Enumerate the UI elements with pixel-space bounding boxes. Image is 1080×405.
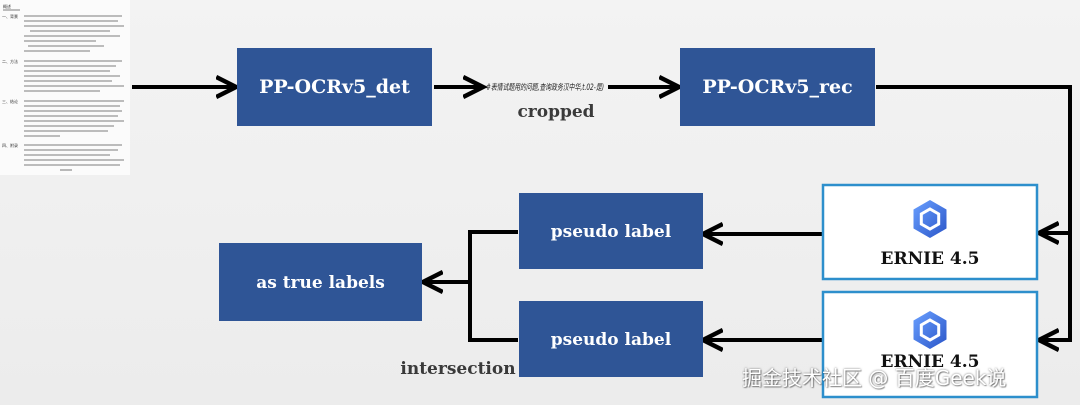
intersection-caption: intersection (400, 359, 515, 379)
document-title: 概述 (3, 3, 11, 9)
cropped-text-sample: #表情试题用的问题,查询政务汉中华,t.02-是) (486, 82, 604, 93)
node-as-true-labels: as true labels (219, 243, 422, 321)
document-section-label: 一、背景 (2, 13, 18, 19)
document-section-label: 二、方法 (2, 58, 18, 64)
arrow-rec-to-ernie-top (876, 85, 1072, 233)
document-section-label: 四、附录 (2, 142, 18, 148)
connectors (132, 85, 1072, 342)
ernie-logo-icon (913, 311, 947, 349)
node-ernie-bottom: ERNIE 4.5 (821, 290, 1039, 399)
arrow-rec-to-ernie-bottom (1042, 230, 1072, 340)
node-label: as true labels (256, 273, 385, 293)
ernie-label: ERNIE 4.5 (880, 352, 979, 372)
node-label: pseudo label (551, 222, 672, 242)
cropped-caption: cropped (517, 102, 594, 122)
node-label: pseudo label (551, 330, 672, 350)
node-pseudo-label-top: pseudo label (519, 193, 703, 269)
source-document-thumbnail: 概述 一、背景 二、方法 三、结论 四、附录 (0, 0, 130, 175)
node-pp-ocrv5-det: PP-OCRv5_det (237, 48, 432, 126)
node-pseudo-label-bottom: pseudo label (519, 301, 703, 377)
document-text-lines (24, 15, 124, 171)
document-section-label: 三、结论 (2, 98, 18, 104)
node-pp-ocrv5-rec: PP-OCRv5_rec (680, 48, 875, 126)
ernie-logo-icon (913, 200, 947, 238)
intersection-bracket (468, 230, 518, 342)
node-label: PP-OCRv5_rec (702, 76, 852, 98)
ernie-label: ERNIE 4.5 (880, 249, 979, 269)
node-label: PP-OCRv5_det (259, 76, 410, 98)
node-ernie-top: ERNIE 4.5 (821, 183, 1039, 281)
watermark: 掘金技术社区 @ 百度Geek说 (742, 366, 1007, 390)
